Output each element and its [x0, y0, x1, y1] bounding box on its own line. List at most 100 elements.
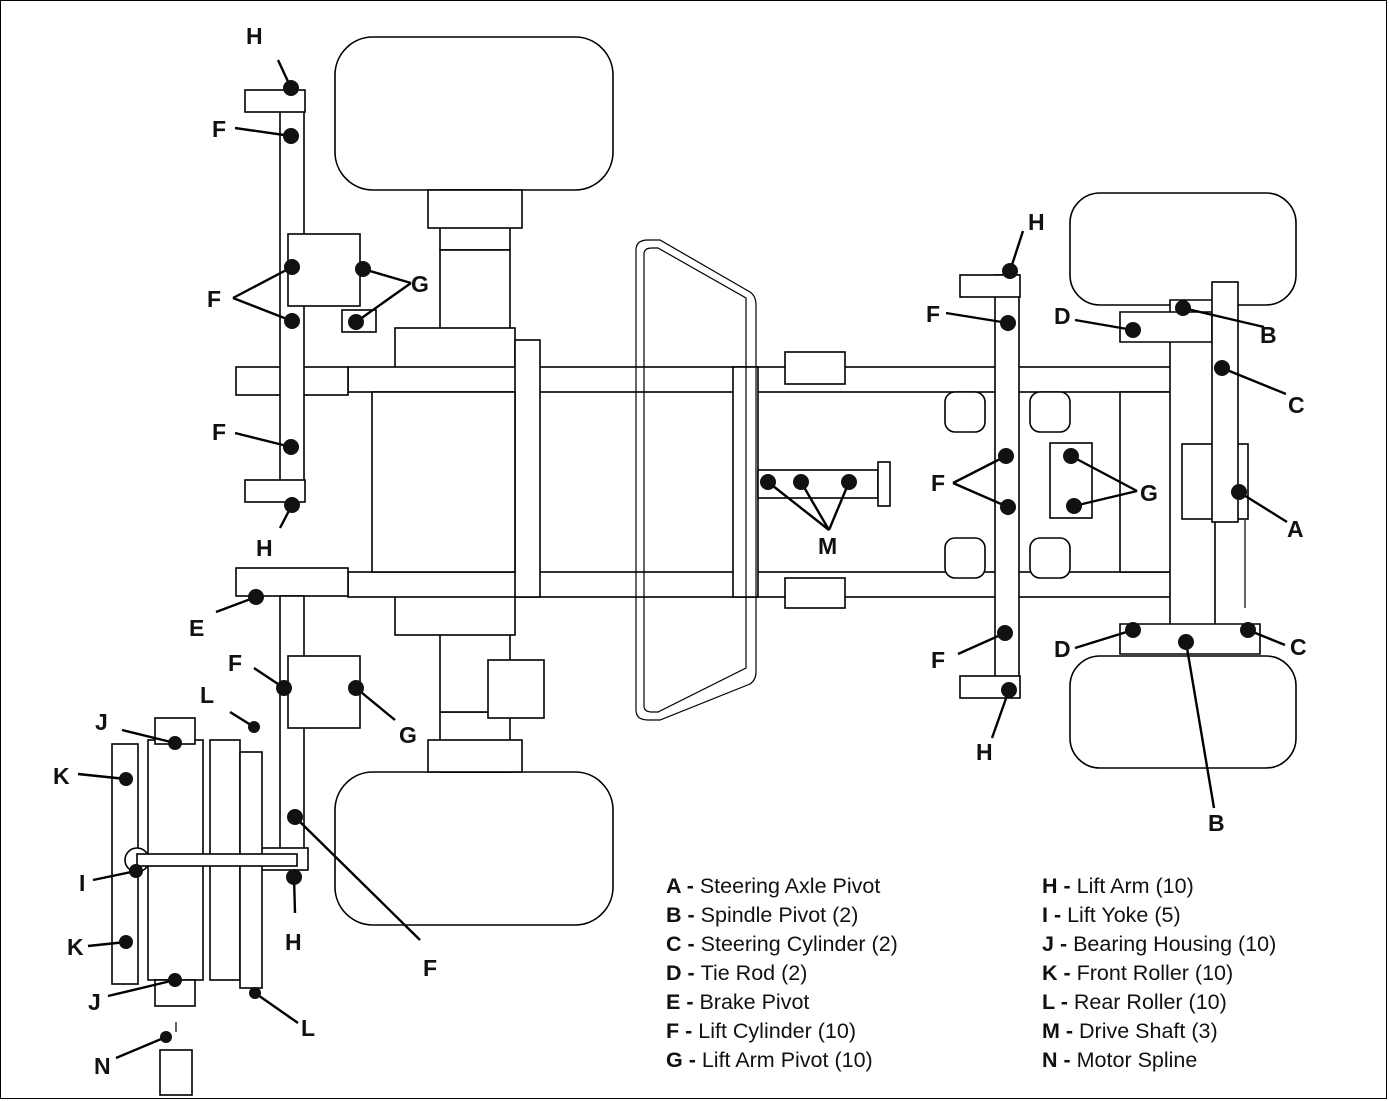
callout-label: F: [207, 286, 221, 312]
legend-letter: L: [1042, 990, 1055, 1014]
tires: [334, 36, 1297, 926]
callout-label: F: [931, 647, 945, 673]
callout-label: I: [79, 870, 85, 896]
lift-arm-pivot-box-left2: [287, 655, 361, 729]
legend-letter: C: [666, 932, 682, 956]
callout-label: A: [1287, 516, 1304, 542]
right-bracket-3: [944, 537, 986, 579]
callout-label: B: [1208, 810, 1225, 836]
legend-letter: D: [666, 961, 682, 985]
legend-letter: J: [1042, 932, 1054, 956]
legend-item: H - Lift Arm (10): [1042, 874, 1194, 898]
legend-letter: H: [1042, 874, 1058, 898]
legend-item: F - Lift Cylinder (10): [666, 1019, 856, 1043]
callout-label: K: [53, 763, 70, 789]
rops-hoop: [635, 239, 757, 721]
callout-label: B: [1260, 322, 1277, 348]
drive-shaft-body: [757, 469, 879, 499]
steering-axle: [1119, 281, 1261, 655]
tire-rear-right: [1069, 655, 1297, 769]
right-bracket-2: [1029, 391, 1071, 433]
callout-label: H: [1028, 209, 1045, 235]
cutting-unit: [111, 717, 298, 1096]
legend-letter: N: [1042, 1048, 1058, 1072]
legend-text: Spindle Pivot (2): [700, 903, 859, 927]
callout-label: E: [189, 615, 204, 641]
axle-tube-top: [439, 249, 511, 341]
grease-points: [119, 80, 1256, 1043]
legend-letter: G: [666, 1048, 683, 1072]
legend-item: I - Lift Yoke (5): [1042, 903, 1181, 927]
callout-label: F: [212, 419, 226, 445]
callout-label: H: [285, 929, 302, 955]
callout-label: N: [94, 1053, 111, 1079]
engine-plate: [371, 391, 516, 573]
wheel-mount-top: [427, 189, 523, 229]
right-bracket-1: [944, 391, 986, 433]
legend-text: Brake Pivot: [699, 990, 810, 1014]
lift-yoke-arm: [136, 853, 298, 867]
right-bracket-4: [1029, 537, 1071, 579]
brake-bracket: [487, 659, 545, 719]
tire-front-left: [334, 36, 614, 191]
cross-member-1: [514, 339, 541, 598]
callout-label: L: [301, 1015, 315, 1041]
callout-label: G: [411, 271, 429, 297]
lift-arm-left-bottom: [244, 479, 306, 503]
legend-column-right: H - Lift Arm (10) I - Lift Yoke (5) J - …: [1042, 872, 1276, 1075]
legend-letter: F: [666, 1019, 680, 1043]
legend-text: Motor Spline: [1076, 1048, 1198, 1072]
rear-roller: [239, 751, 263, 989]
steering-cylinder: [1211, 281, 1239, 523]
drive-box-top: [784, 351, 846, 385]
callout-label: M: [818, 533, 837, 559]
callout-label: D: [1054, 636, 1071, 662]
callout-label: H: [976, 739, 993, 765]
callout-label: H: [246, 23, 263, 49]
legend-item: A - Steering Axle Pivot: [666, 874, 881, 898]
callout-label: C: [1288, 392, 1305, 418]
legend-letter: I: [1042, 903, 1048, 927]
legend-letter: A: [666, 874, 681, 898]
callout-label: J: [88, 989, 101, 1015]
legend-text: Drive Shaft (3): [1079, 1019, 1218, 1043]
legend-item: B - Spindle Pivot (2): [666, 903, 859, 927]
callout-label: F: [212, 116, 226, 142]
lift-arm-right: [944, 274, 1093, 699]
legend-item: E - Brake Pivot: [666, 990, 810, 1014]
legend-letter: B: [666, 903, 682, 927]
main-frame: [235, 339, 1194, 598]
legend-text: Lift Arm Pivot (10): [701, 1048, 873, 1072]
legend-item: L - Rear Roller (10): [1042, 990, 1227, 1014]
legend-text: Lift Yoke (5): [1067, 903, 1181, 927]
callout-label: J: [95, 709, 108, 735]
callout-label: F: [228, 650, 242, 676]
lift-arm-right-top: [959, 274, 1021, 298]
reel-motor: [159, 1049, 193, 1096]
legend-column-left: A - Steering Axle Pivot B - Spindle Pivo…: [666, 872, 898, 1075]
legend-item: K - Front Roller (10): [1042, 961, 1234, 985]
drive-shaft: [487, 351, 891, 719]
tire-front-right: [334, 771, 614, 926]
legend-text: Bearing Housing (10): [1073, 932, 1277, 956]
callout-labels: H F F G F H E F L J G K I H K J F L N M …: [53, 23, 1307, 1079]
legend-item: D - Tie Rod (2): [666, 961, 808, 985]
callout-label: F: [931, 470, 945, 496]
callout-label: L: [200, 682, 214, 708]
legend-text: Lift Arm (10): [1076, 874, 1194, 898]
drive-shaft-flange: [877, 461, 891, 507]
legend-text: Front Roller (10): [1076, 961, 1234, 985]
legend-item: J - Bearing Housing (10): [1042, 932, 1277, 956]
legend-item: C - Steering Cylinder (2): [666, 932, 898, 956]
legend-letter: M: [1042, 1019, 1060, 1043]
tire-rear-left: [1069, 192, 1297, 306]
legend-text: Steering Cylinder (2): [700, 932, 898, 956]
callout-label: K: [67, 934, 84, 960]
callout-label: F: [926, 301, 940, 327]
legend-text: Tie Rod (2): [700, 961, 808, 985]
legend-item: N - Motor Spline: [1042, 1048, 1198, 1072]
callout-label: H: [256, 535, 273, 561]
lift-arm-pivot-box-left: [287, 233, 361, 307]
